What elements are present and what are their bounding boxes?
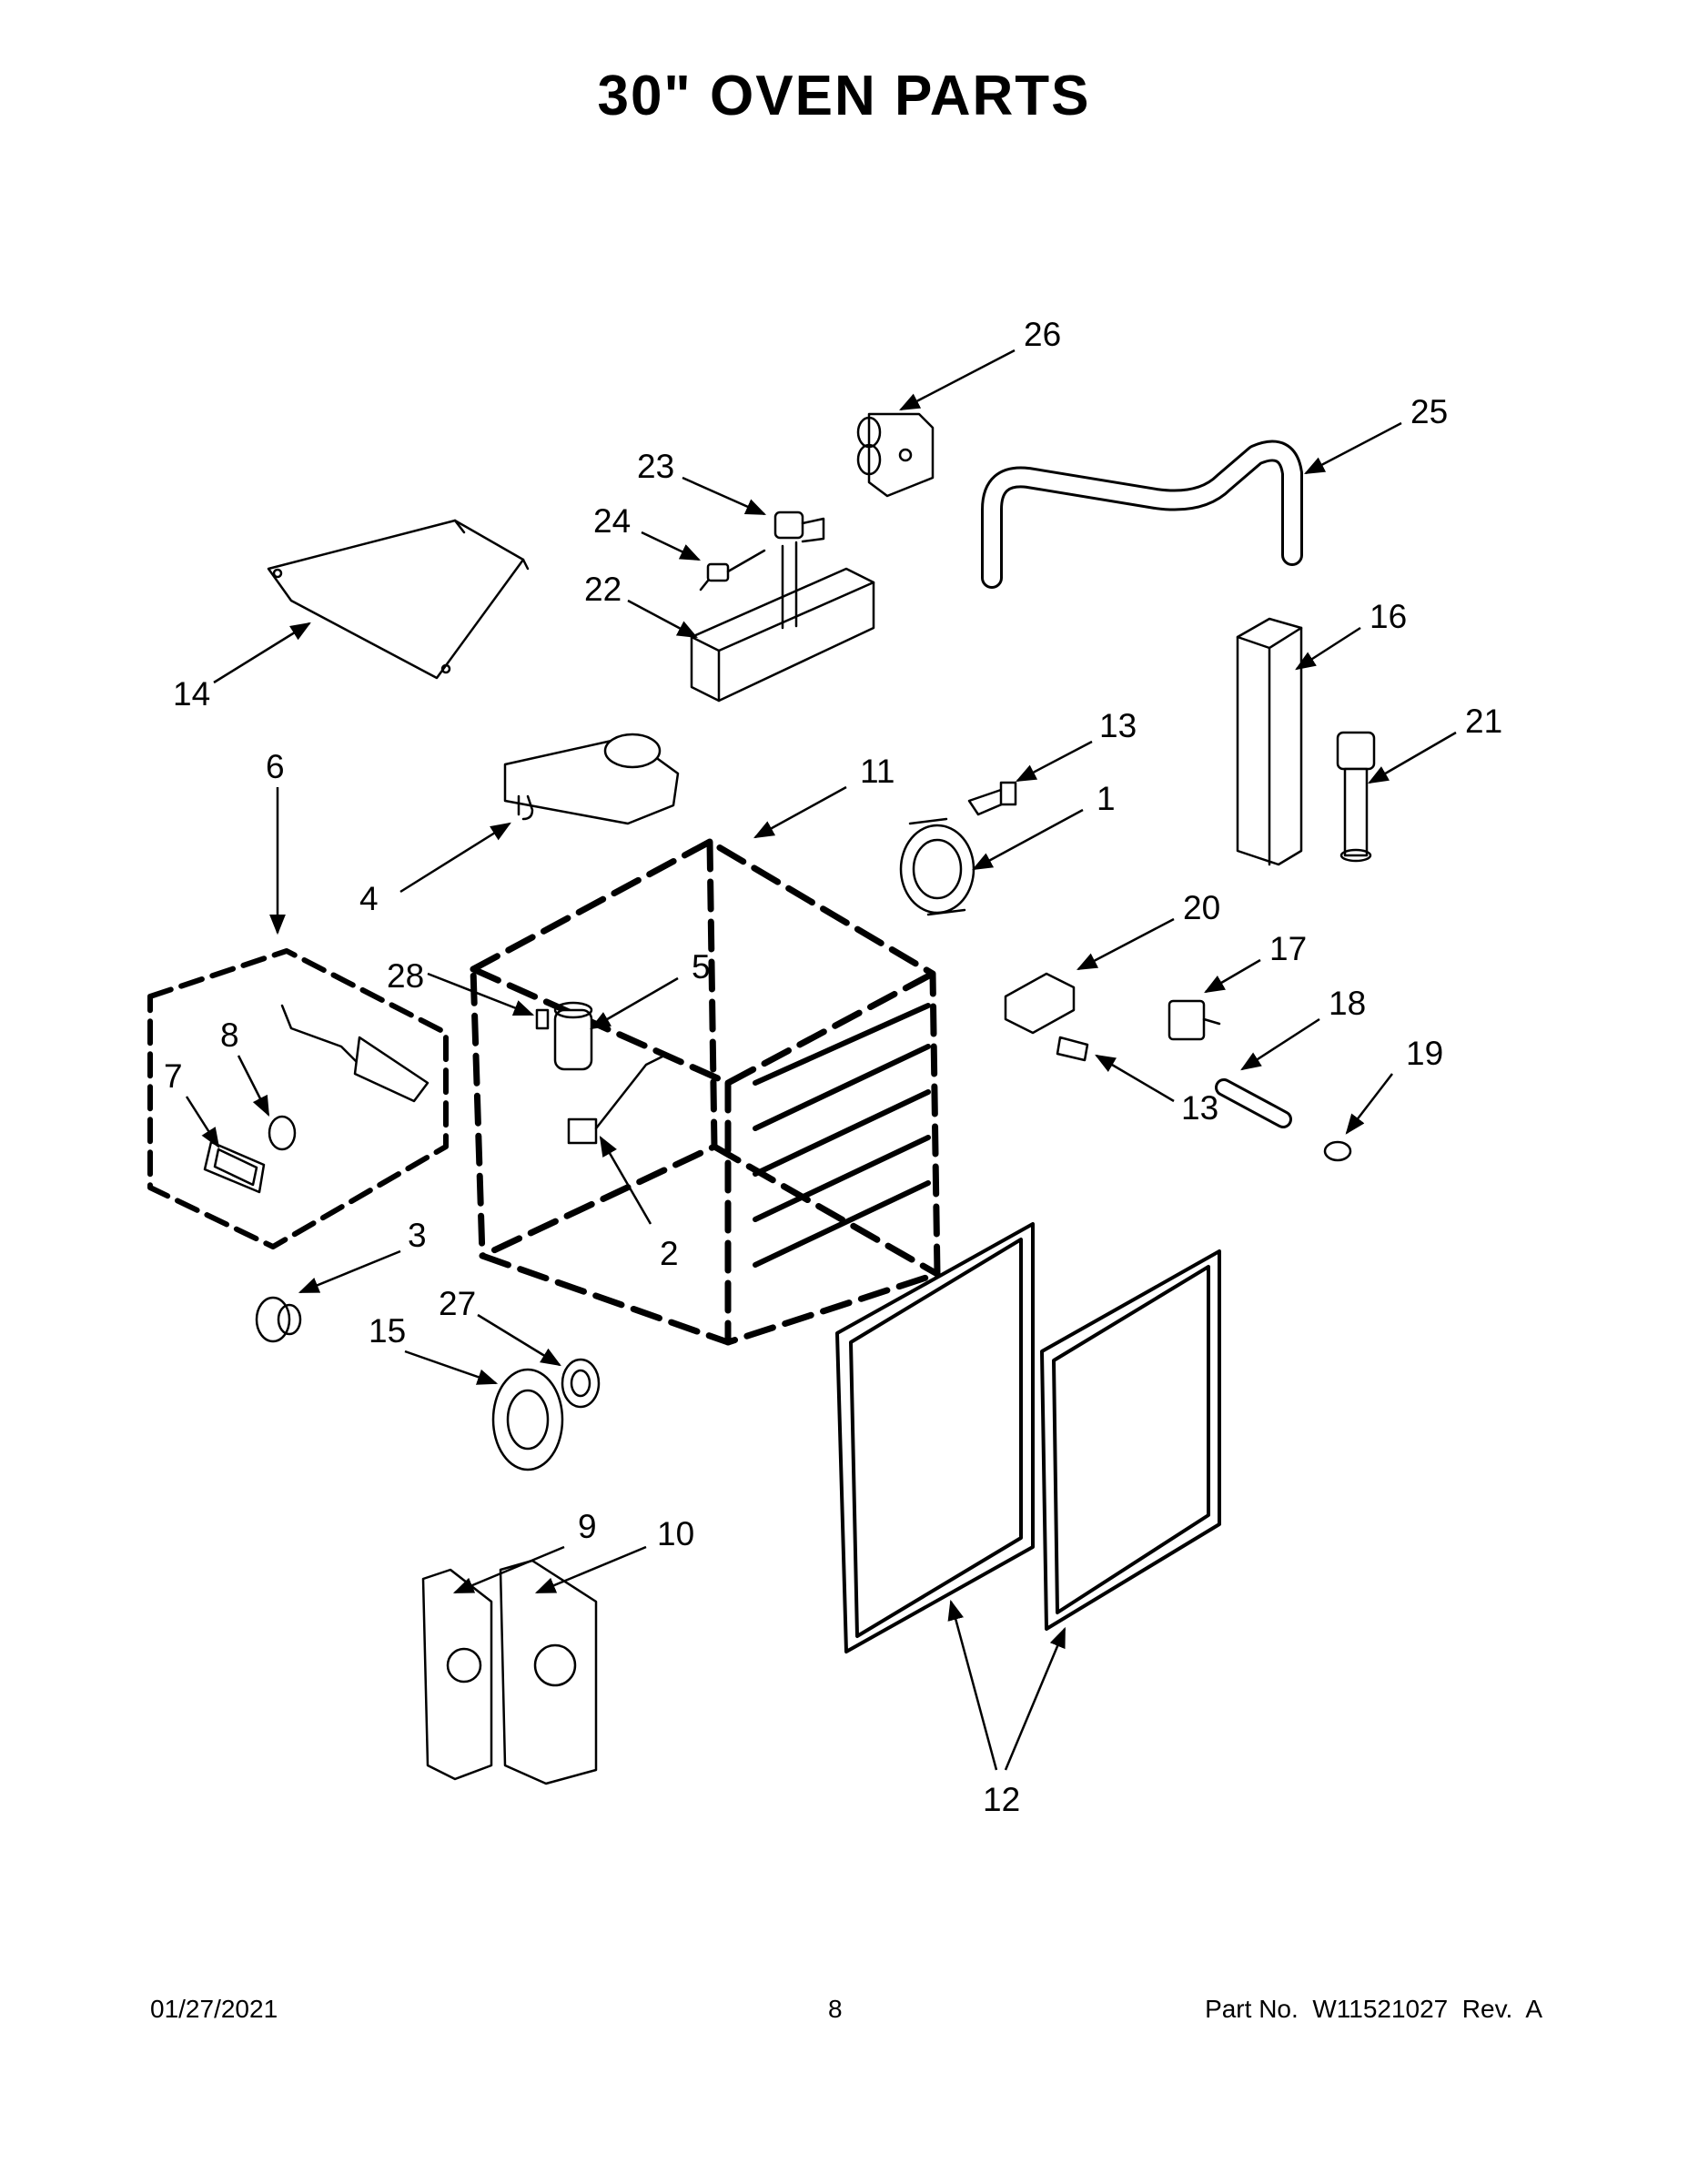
- part-3-knob: [255, 1296, 302, 1343]
- part-13-screw-lower: [1056, 1036, 1089, 1062]
- callout-10: 10: [657, 1515, 694, 1552]
- part-9-hinge: [421, 1568, 493, 1781]
- part-7-lens: [203, 1140, 266, 1194]
- part-4-fan-motor: [503, 733, 680, 825]
- callout-17: 17: [1269, 930, 1307, 967]
- callout-5: 5: [692, 948, 711, 986]
- callout-24: 24: [593, 502, 631, 540]
- callout-20: 20: [1183, 889, 1220, 926]
- callout-14: 14: [173, 675, 210, 713]
- part-11-oven-cavity: [470, 838, 941, 1346]
- part-12-panel-rear: [1040, 1249, 1221, 1631]
- part-14-heat-shield: [267, 519, 530, 680]
- part-12-panel-front: [835, 1222, 1035, 1653]
- part-21-sensor: [1336, 731, 1376, 863]
- callout-16: 16: [1370, 598, 1407, 635]
- part-16-board: [1236, 617, 1303, 866]
- rack-supports: [753, 1003, 931, 1268]
- part-17-switch: [1167, 999, 1221, 1041]
- footer-part-number: Part No. W11521027 Rev. A: [1205, 1995, 1542, 2023]
- footer-page-number: 8: [828, 1995, 843, 2023]
- callout-7: 7: [164, 1057, 183, 1095]
- part-24-connector: [699, 549, 766, 592]
- page-title: 30" OVEN PARTS: [597, 65, 1091, 127]
- part-13-screw-upper: [967, 781, 1017, 816]
- callout-13-upper: 13: [1099, 707, 1137, 744]
- part-23-valve: [773, 511, 825, 543]
- callout-1: 1: [1097, 780, 1116, 817]
- callout-28: 28: [387, 957, 424, 995]
- callout-27: 27: [439, 1285, 476, 1322]
- part-2-connector: [567, 1054, 666, 1145]
- callout-8: 8: [220, 1016, 239, 1054]
- callout-21: 21: [1465, 703, 1502, 740]
- part-8-bulb: [268, 1115, 297, 1151]
- callout-13-lower: 13: [1181, 1089, 1218, 1127]
- callout-23: 23: [637, 448, 674, 485]
- part-22-bracket: [690, 541, 875, 703]
- part-1-thermostat: [899, 817, 975, 916]
- part-27-bushing: [561, 1358, 601, 1409]
- callout-11: 11: [860, 753, 895, 790]
- part-15-fan-housing: [491, 1368, 564, 1471]
- part-20-bracket: [1004, 972, 1076, 1035]
- part-28-screw: [535, 1008, 550, 1030]
- part-10-hinge: [499, 1559, 598, 1785]
- callout-3: 3: [408, 1217, 427, 1254]
- part-25-hose: [981, 440, 1303, 589]
- callout-25: 25: [1410, 393, 1448, 430]
- callout-19: 19: [1406, 1035, 1443, 1072]
- part-6-light-assembly: [147, 948, 449, 1249]
- part-5-element: [553, 1001, 593, 1071]
- part-26-clip: [856, 412, 935, 498]
- footer-date: 01/27/2021: [150, 1995, 278, 2023]
- callout-26: 26: [1024, 316, 1061, 353]
- callout-12: 12: [983, 1781, 1020, 1818]
- part-18-rod: [1215, 1078, 1292, 1128]
- callout-18: 18: [1329, 985, 1366, 1022]
- callout-4: 4: [359, 880, 379, 917]
- callout-6: 6: [266, 748, 285, 785]
- callout-22: 22: [584, 571, 622, 608]
- callout-2: 2: [660, 1235, 679, 1272]
- callout-15: 15: [369, 1312, 406, 1350]
- callout-9: 9: [578, 1508, 597, 1545]
- part-19-clamp: [1323, 1140, 1352, 1162]
